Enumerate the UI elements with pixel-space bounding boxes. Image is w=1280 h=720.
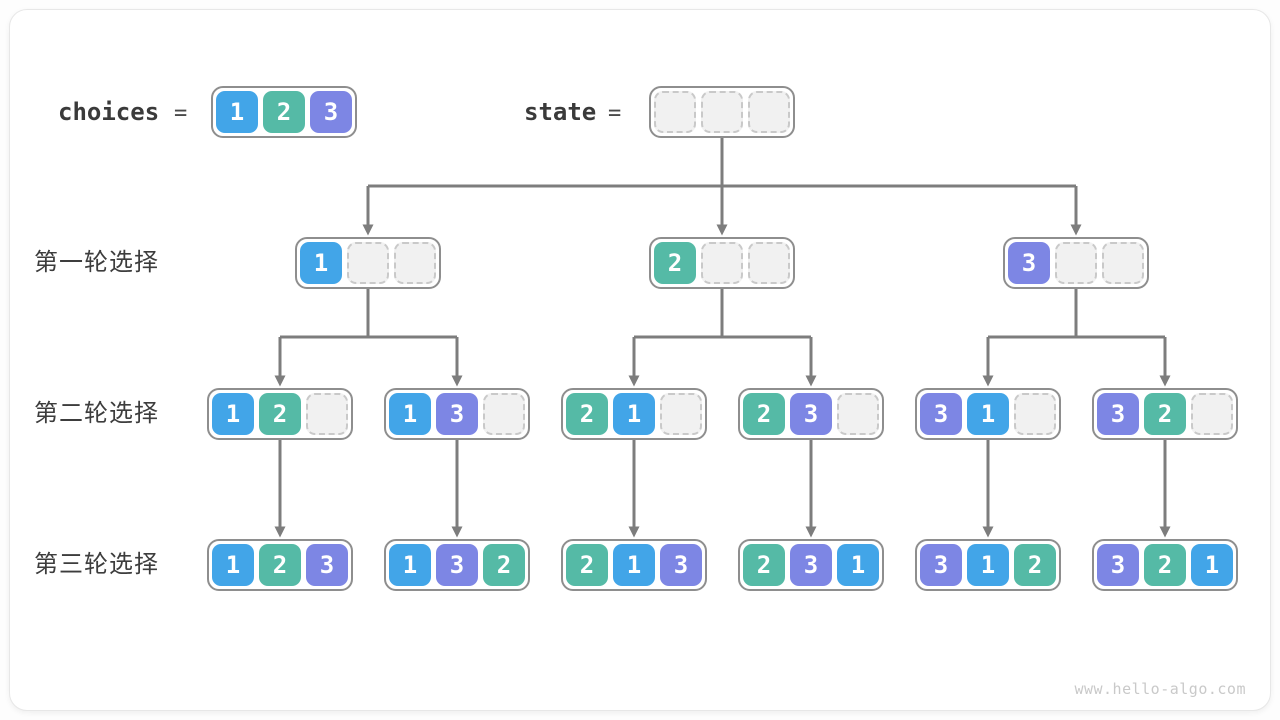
choices-cell-value: 2 <box>263 91 305 133</box>
state-cell-empty <box>701 91 743 133</box>
tree-node-round2-cell-empty <box>1191 393 1233 435</box>
tree-node-round3-cell-value: 2 <box>743 544 785 586</box>
tree-node-round1-cell-empty <box>1102 242 1144 284</box>
tree-node-round1-cell-empty <box>347 242 389 284</box>
tree-node-round1-1: 1 <box>295 237 441 289</box>
tree-node-round2-cell-empty <box>837 393 879 435</box>
tree-node-round3-cell-value: 3 <box>306 544 348 586</box>
choices-cell-value: 1 <box>216 91 258 133</box>
tree-node-round2-cell-empty <box>660 393 702 435</box>
tree-node-round2-cell-empty <box>306 393 348 435</box>
tree-node-round3-cell-value: 3 <box>436 544 478 586</box>
tree-node-round3-cell-value: 1 <box>212 544 254 586</box>
state-cell-empty <box>654 91 696 133</box>
choices-equals-sign: = <box>174 101 188 126</box>
tree-node-round3-cell-value: 2 <box>1144 544 1186 586</box>
tree-node-round2-cell-value: 2 <box>566 393 608 435</box>
tree-node-round2-cell-value: 3 <box>790 393 832 435</box>
tree-node-round2-cell-value: 1 <box>212 393 254 435</box>
tree-node-round2-cell-value: 1 <box>389 393 431 435</box>
tree-node-round1-cell-value: 3 <box>1008 242 1050 284</box>
tree-node-round2-cell-value: 3 <box>436 393 478 435</box>
round-1-label: 第一轮选择 <box>34 249 159 276</box>
tree-node-round2-cell-value: 2 <box>743 393 785 435</box>
tree-node-round1-3: 3 <box>1003 237 1149 289</box>
state-label: state <box>524 98 597 126</box>
tree-node-round1-cell-empty <box>1055 242 1097 284</box>
tree-node-round3-cell-value: 1 <box>1191 544 1233 586</box>
tree-node-round1-cell-empty <box>748 242 790 284</box>
state-equals-sign: = <box>608 101 622 126</box>
tree-node-round2-cell-value: 3 <box>920 393 962 435</box>
tree-node-round3-cell-value: 1 <box>967 544 1009 586</box>
tree-node-round1-2: 2 <box>649 237 795 289</box>
tree-node-round3-cell-value: 2 <box>259 544 301 586</box>
state-cell-empty <box>748 91 790 133</box>
tree-node-round2-cell-value: 1 <box>967 393 1009 435</box>
tree-node-round2-cell-empty <box>1014 393 1056 435</box>
tree-node-round2-cell-value: 2 <box>1144 393 1186 435</box>
tree-node-round3-cell-value: 3 <box>1097 544 1139 586</box>
tree-node-round2-cell-value: 3 <box>1097 393 1139 435</box>
tree-node-round2-cell-value: 2 <box>259 393 301 435</box>
tree-node-round3-cell-value: 1 <box>837 544 879 586</box>
tree-node-round2-cell-value: 1 <box>613 393 655 435</box>
state-array <box>649 86 795 138</box>
tree-node-round2-cell-empty <box>483 393 525 435</box>
tree-node-round1-cell-empty <box>394 242 436 284</box>
tree-node-round3-cell-value: 2 <box>1014 544 1056 586</box>
choices-label: choices <box>58 98 160 126</box>
tree-node-round3-cell-value: 3 <box>790 544 832 586</box>
tree-node-round1-cell-value: 1 <box>300 242 342 284</box>
tree-node-round3-cell-value: 1 <box>613 544 655 586</box>
tree-node-round3-cell-value: 3 <box>920 544 962 586</box>
tree-node-round3-cell-value: 2 <box>483 544 525 586</box>
tree-node-round1-cell-empty <box>701 242 743 284</box>
tree-node-round3-cell-value: 2 <box>566 544 608 586</box>
choices-cell-value: 3 <box>310 91 352 133</box>
round-3-label: 第三轮选择 <box>34 551 159 578</box>
round-2-label: 第二轮选择 <box>34 400 159 427</box>
tree-node-round3-cell-value: 1 <box>389 544 431 586</box>
tree-node-round3-cell-value: 3 <box>660 544 702 586</box>
tree-node-round1-cell-value: 2 <box>654 242 696 284</box>
watermark-url: www.hello-algo.com <box>1074 680 1246 698</box>
